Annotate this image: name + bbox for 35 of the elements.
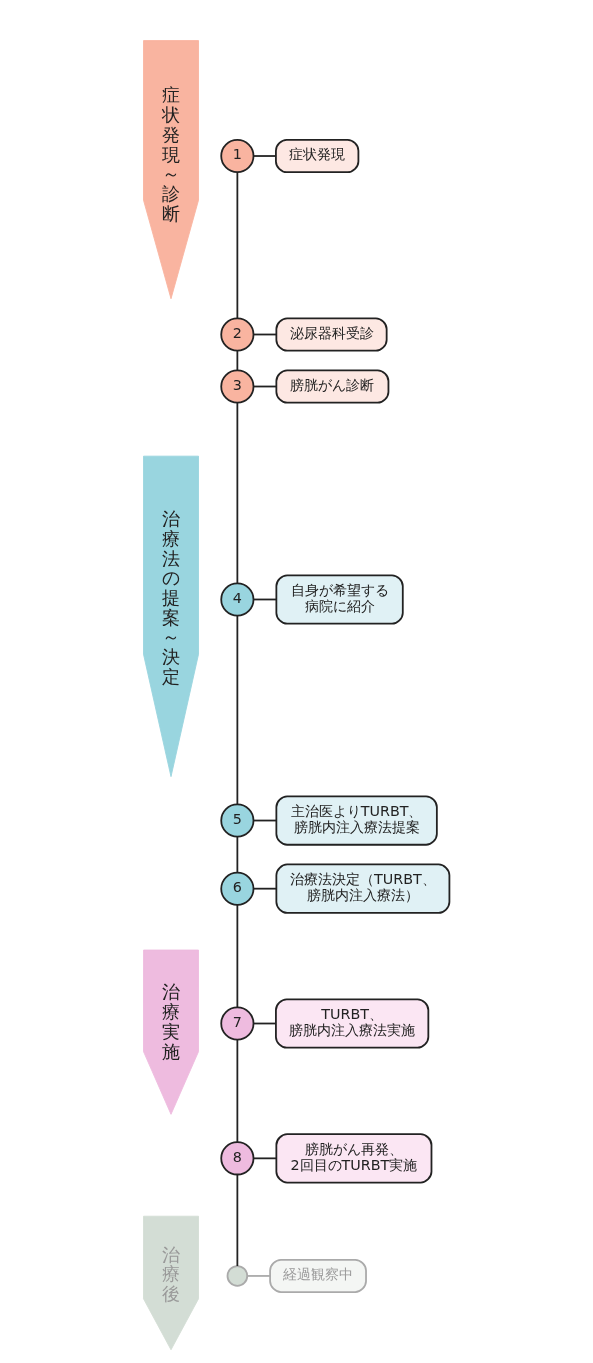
node-box: 自身が希望する病院に紹介 (275, 574, 404, 625)
connector (236, 402, 239, 585)
connector (252, 333, 277, 336)
connector (236, 349, 239, 372)
connector (236, 1173, 239, 1267)
node-circle: 3 (220, 369, 255, 404)
connector (236, 903, 239, 1008)
connector (252, 1157, 278, 1160)
node-circle: 5 (220, 803, 255, 838)
connector (252, 1022, 277, 1025)
node-box: 膀胱がん再発、2回目のTURBT実施 (275, 1133, 433, 1184)
node-box: 膀胱がん診断 (275, 369, 390, 404)
node-circle: 8 (220, 1141, 255, 1176)
node-circle (226, 1265, 249, 1287)
connector (252, 385, 278, 388)
node-circle: 7 (220, 1006, 255, 1041)
node-circle: 1 (220, 138, 255, 174)
node-box: 症状発現 (275, 138, 360, 174)
connector (252, 155, 277, 157)
connector (236, 171, 239, 320)
connector (236, 1038, 239, 1143)
node-circle: 2 (220, 317, 255, 352)
node-box: 経過観察中 (269, 1258, 367, 1293)
connector (236, 614, 239, 806)
node-circle: 6 (220, 871, 255, 906)
node-box: 主治医よりTURBT、膀胱内注入療法提案 (275, 795, 438, 846)
connector (246, 1275, 271, 1277)
node-box: 泌尿器科受診 (275, 317, 388, 352)
connector (252, 819, 278, 822)
connector (252, 598, 278, 601)
connector (252, 887, 278, 890)
node-box: 治療法決定（TURBT、膀胱内注入療法） (275, 863, 451, 914)
node-box: TURBT、膀胱内注入療法実施 (275, 998, 430, 1049)
node-circle: 4 (220, 582, 255, 617)
connector (236, 835, 239, 874)
